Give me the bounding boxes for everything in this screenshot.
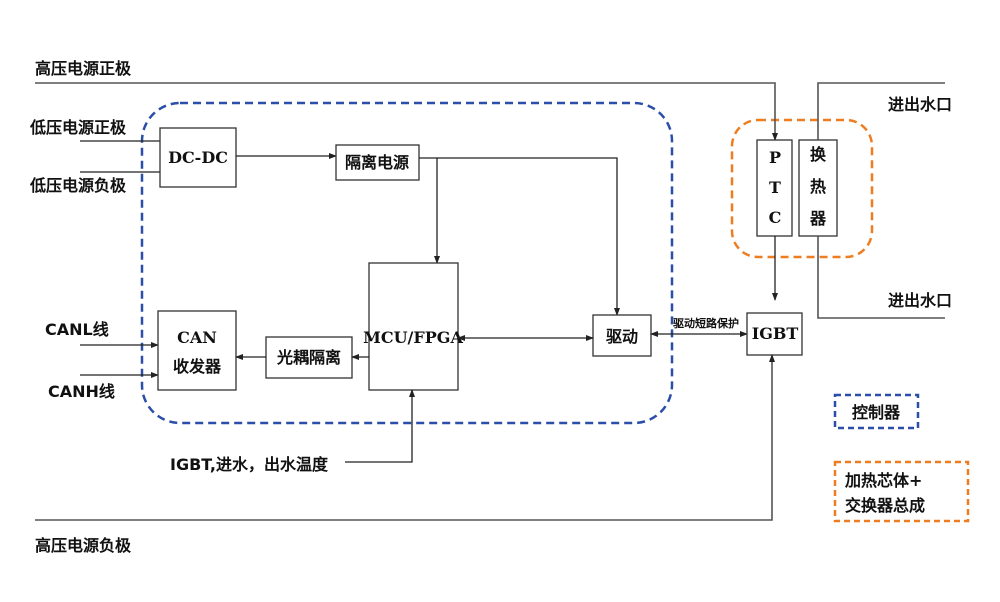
opto-label: 光耦隔离 <box>276 348 341 367</box>
ptc-letter: P <box>769 148 781 167</box>
iso-power-label: 隔离电源 <box>345 153 409 172</box>
hv-negative-line <box>35 354 775 521</box>
lv-positive-label: 低压电源正极 <box>29 118 127 137</box>
mcu-label: MCU/FPGA <box>363 328 463 347</box>
hv-positive-line <box>35 82 778 141</box>
igbt-block <box>746 312 803 356</box>
controller-boundary <box>140 101 674 425</box>
iso-power-block <box>335 144 420 181</box>
drive-short-protect-label: 驱动短路保护 <box>673 316 739 330</box>
driver-label: 驱动 <box>606 327 638 346</box>
legend-controller-label: 控制器 <box>852 403 901 422</box>
legend-assembly-line2: 交换器总成 <box>845 496 925 515</box>
can-label-line1: CAN <box>177 328 217 347</box>
mcu-block <box>368 262 459 391</box>
heat-exchanger-char: 器 <box>809 209 827 228</box>
lv-negative-label: 低压电源负极 <box>29 176 127 195</box>
legend-controller-box <box>833 393 920 430</box>
hv-positive-label: 高压电源正极 <box>35 59 132 78</box>
canl-label: CANL线 <box>45 320 109 339</box>
heat-exchanger-char: 热 <box>810 177 826 196</box>
igbt-label: IGBT <box>752 324 799 343</box>
opto-block <box>265 336 353 379</box>
ptc-letter: C <box>769 208 782 227</box>
legend-assembly-box <box>833 460 970 523</box>
temp-to-mcu-line <box>345 389 415 463</box>
heater-assembly-boundary <box>730 118 874 259</box>
dcdc-label: DC-DC <box>168 148 228 167</box>
water-inlet-line <box>817 82 945 140</box>
water-port-bottom-label: 进出水口 <box>888 291 952 310</box>
temp-inputs-label: IGBT,进水，出水温度 <box>170 455 329 474</box>
ptc-letter: T <box>769 178 781 197</box>
can-transceiver-block <box>157 310 237 391</box>
dcdc-block <box>159 127 237 188</box>
water-port-top-label: 进出水口 <box>888 95 952 114</box>
heat-exchanger-block <box>798 139 838 237</box>
iso-to-driver-line <box>419 157 620 316</box>
heat-exchanger-char: 换 <box>810 145 827 164</box>
canh-label: CANH线 <box>48 382 115 401</box>
legend-assembly-line1: 加热芯体+ <box>844 471 922 490</box>
water-outlet-line <box>817 236 945 319</box>
hv-negative-label: 高压电源负极 <box>35 536 132 555</box>
can-label-line2: 收发器 <box>173 357 222 376</box>
ptc-block <box>756 139 793 237</box>
